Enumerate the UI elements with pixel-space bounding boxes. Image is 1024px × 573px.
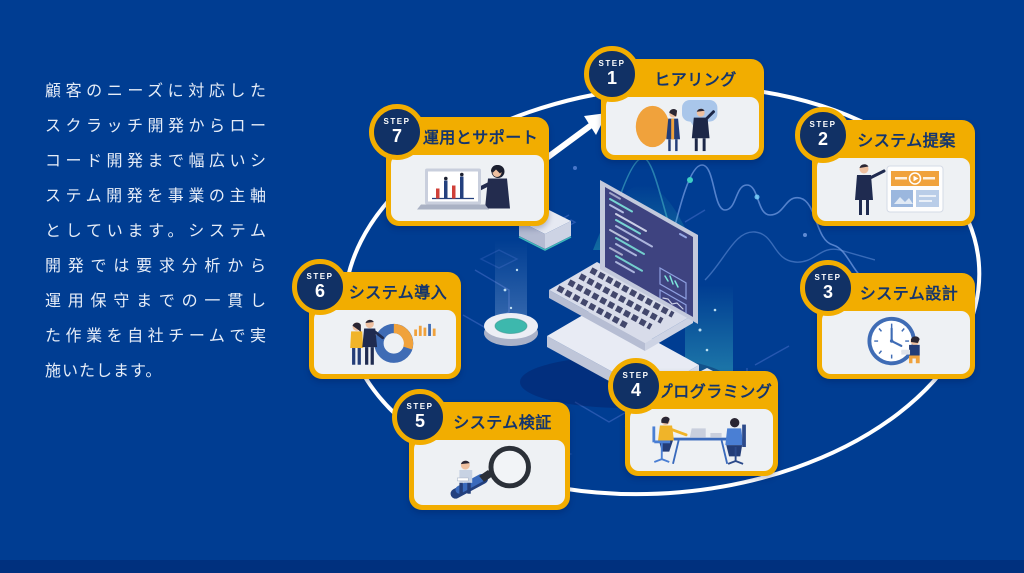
step-number: 7 [391,125,402,146]
step-card-4: STEP 4 プログラミング [608,358,778,476]
step-6-title: システム導入 [348,285,448,302]
step-card-6: STEP 6 システム導入 [292,259,461,379]
step-card-3: STEP 3 システム設計 [800,260,975,379]
intro-line: 顧客のニーズに対応した [45,83,267,100]
step-word: STEP [622,370,650,380]
step-5-badge: STEP 5 [392,389,448,445]
proposal-board-illustration [855,164,944,215]
intro-paragraph: 顧客のニーズに対応した スクラッチ開発からロー コード開発まで幅広いシ ステム開… [45,74,267,389]
step-7-title: 運用とサポート [422,130,539,147]
step-1-title: ヒアリング [654,72,737,89]
step-1-badge: STEP 1 [584,46,640,102]
step-4-body [630,409,773,471]
step-6-badge: STEP 6 [292,259,348,315]
intro-line: ステム開発を事業の主軸 [45,188,267,205]
intro-line: 運用保守までの一貫し [45,293,267,310]
teal-disc [484,313,538,346]
bottom-band [0,560,1024,573]
step-number: 2 [817,128,828,149]
intro-line: 開発では要求分析から [45,258,267,275]
step-word: STEP [598,58,626,68]
step-7-badge: STEP 7 [369,104,425,160]
speech-bubbles-illustration [635,99,718,152]
step-number: 1 [606,67,617,88]
intro-line: としています。システム [45,223,267,240]
magnifying-glass-illustration [450,445,531,499]
step-card-7: STEP 7 運用とサポート [369,104,549,226]
step-3-body [822,311,970,374]
step-5-body [414,440,565,505]
step-3-badge: STEP 3 [800,260,856,316]
step-card-5: STEP 5 システム検証 [392,389,570,510]
step-2-title: システム提案 [857,133,956,150]
step-3-title: システム設計 [859,286,959,303]
intro-line: スクラッチ開発からロー [45,118,267,135]
donut-chart-illustration [350,319,436,365]
step-card-1: STEP 1 ヒアリング [584,46,764,160]
step-word: STEP [809,119,837,129]
step-7-body [391,155,544,221]
step-card-2: STEP 2 システム提案 [795,107,975,226]
intro-line: た作業を自社チームで実 [45,328,267,345]
developers-at-desk-illustration [652,416,746,465]
step-number: 3 [822,281,833,302]
step-word: STEP [306,271,334,281]
step-word: STEP [383,116,411,126]
step-number: 5 [414,410,425,431]
step-2-body [817,158,970,221]
intro-line: コード開発まで幅広いシ [45,153,267,170]
step-5-title: システム検証 [453,415,552,432]
step-word: STEP [814,272,842,282]
step-4-badge: STEP 4 [608,358,664,414]
step-1-body [606,97,759,155]
step-number: 4 [630,379,641,400]
step-number: 6 [314,280,325,301]
intro-line: 施いたします。 [45,363,163,380]
step-word: STEP [406,401,434,411]
step-6-body [314,310,456,374]
dashboard-laptop-illustration [417,164,510,210]
step-2-badge: STEP 2 [795,107,851,163]
step-4-title: プログラミング [656,384,773,401]
clock-illustration [867,316,920,366]
